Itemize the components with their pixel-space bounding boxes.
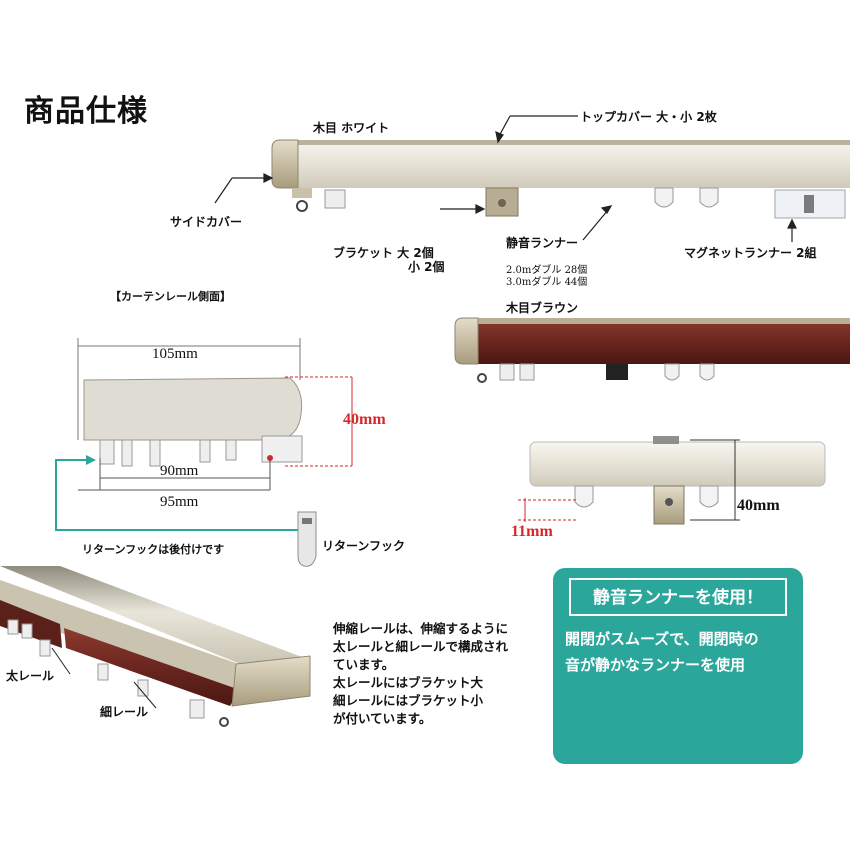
desc-line: 細レールにはブラケット小 (333, 693, 484, 708)
bracket-label: ブラケット 大 2個 (333, 246, 434, 260)
feature-line-2: 音が静かなランナーを使用 (565, 656, 746, 674)
callout-arrows-top (214, 115, 797, 242)
side-cover-label: サイドカバー (170, 215, 243, 229)
side-view-section-label: 【カーテンレール側面】 (110, 290, 231, 303)
desc-line: ています。 (333, 657, 395, 672)
telescopic-description: 伸縮レールは、伸縮するように 太レールと細レールで構成され ています。 太レール… (333, 620, 543, 728)
height-40mm-side-label: 40mm (343, 411, 386, 428)
silent-runner-feature-panel: 静音ランナーを使用！ 開閉がスムーズで、開閉時の 音が静かなランナーを使用 (553, 568, 803, 764)
side-view-illustration (55, 338, 353, 567)
page-title: 商品仕様 (24, 94, 148, 129)
thin-rail-label: 細レール (100, 705, 149, 719)
white-rail-illustration (271, 139, 850, 219)
runner-count-3m: 3.0mダブル 44個 (506, 277, 588, 288)
thick-rail-label: 太レール (6, 669, 55, 683)
height-40mm-front-label: 40mm (737, 497, 780, 514)
runner-count-2m: 2.0mダブル 28個 (506, 265, 588, 276)
width-90mm-label: 90mm (160, 463, 199, 479)
front-view-illustration (518, 436, 826, 525)
brown-rail-illustration (454, 317, 850, 383)
magnet-runner-label: マグネットランナー 2組 (684, 246, 817, 260)
desc-line: 伸縮レールは、伸縮するように (333, 621, 509, 636)
desc-line: 太レールにはブラケット大 (333, 675, 484, 690)
white-rail-color-label: 木目 ホワイト (313, 121, 390, 135)
return-hook-note: リターンフックは後付けです (82, 543, 225, 556)
width-105mm-label: 105mm (152, 346, 198, 362)
return-hook-label: リターンフック (322, 539, 406, 553)
brown-rail-color-label: 木目ブラウン (506, 301, 579, 315)
feature-panel-text: 開閉がスムーズで、開閉時の 音が静かなランナーを使用 (565, 626, 759, 678)
top-cover-label: トップカバー 大・小 2枚 (580, 110, 717, 124)
feature-line-1: 開閉がスムーズで、開閉時の (565, 630, 759, 648)
desc-line: 太レールと細レールで構成され (333, 639, 509, 654)
desc-line: が付いています。 (333, 711, 432, 726)
height-11mm-label: 11mm (511, 523, 553, 540)
silent-runner-label: 静音ランナー (506, 236, 579, 250)
width-95mm-label: 95mm (160, 494, 199, 510)
telescopic-rail-illustration (0, 566, 311, 727)
feature-panel-title: 静音ランナーを使用！ (569, 578, 787, 616)
bracket-small-label: 小 2個 (408, 260, 445, 274)
